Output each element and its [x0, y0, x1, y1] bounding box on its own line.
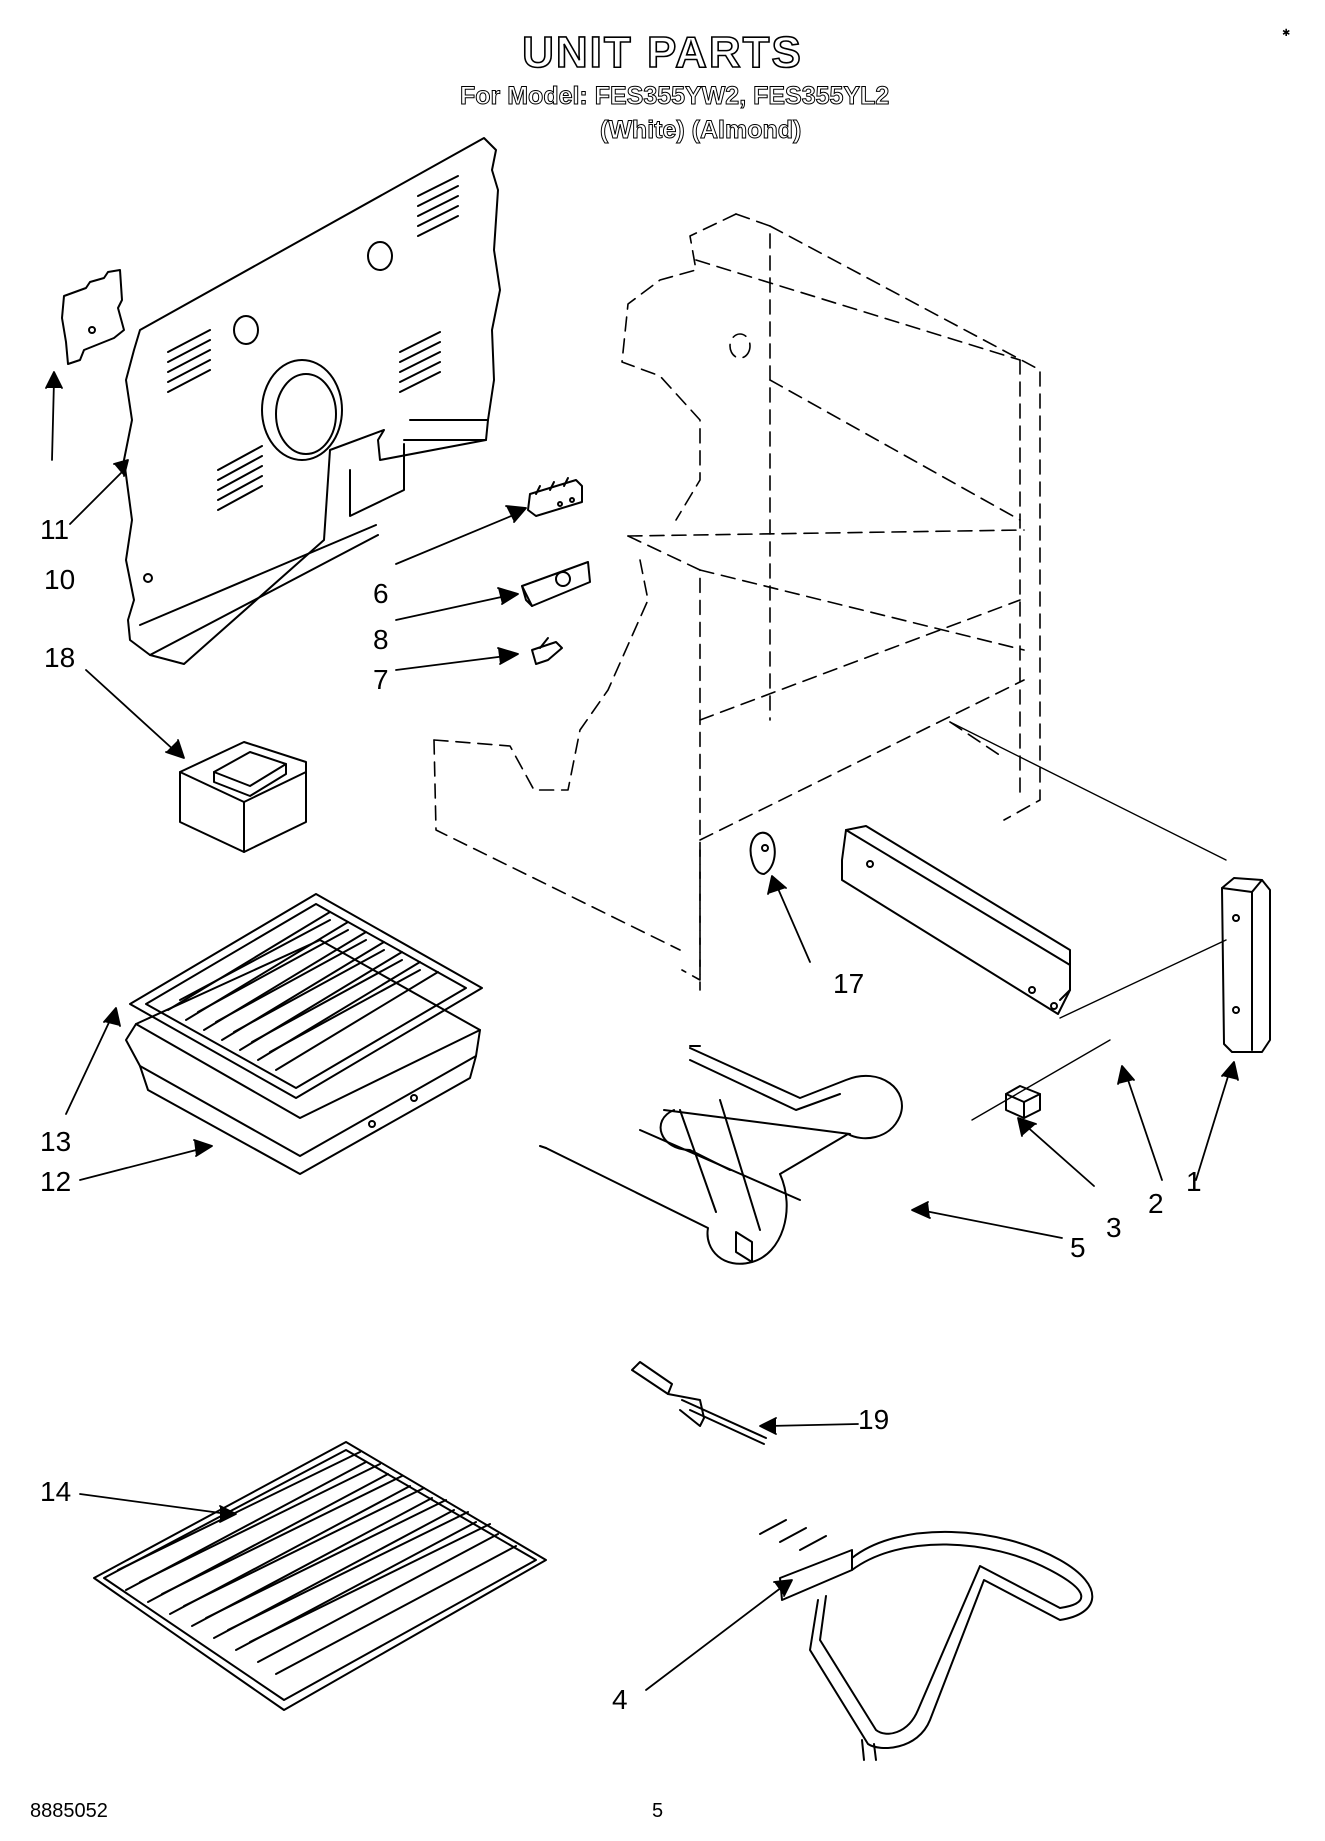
callout-14: 14: [40, 1476, 72, 1507]
part-11-gasket: [61, 269, 125, 365]
callout-8: 8: [373, 624, 389, 655]
callout-17: 17: [833, 968, 865, 999]
part-5-broil-element: [539, 1045, 903, 1265]
callout-10: 10: [44, 564, 76, 595]
part-6-terminal-block: [527, 477, 583, 517]
part-17-grommet: [749, 831, 776, 875]
callout-13: 13: [40, 1126, 72, 1157]
model-line: For Model: FES355YW2, FES355YL2: [459, 82, 890, 111]
callout-3: 3: [1106, 1212, 1122, 1243]
page-number: 5: [652, 1800, 664, 1822]
part-1-end-bracket: [1221, 877, 1271, 1053]
callout-4: 4: [612, 1684, 628, 1715]
corner-mark: ✱: [1282, 28, 1291, 39]
part-18-box: [179, 741, 307, 853]
callout-2: 2: [1148, 1188, 1164, 1219]
callout-11: 11: [40, 514, 70, 545]
callout-18: 18: [44, 642, 76, 673]
callout-6: 6: [373, 578, 389, 609]
callout-19: 19: [858, 1404, 890, 1435]
callout-7: 7: [373, 664, 389, 695]
part-8-bracket: [521, 561, 591, 607]
leader-arrows: [45, 371, 1239, 1691]
part-19-sensor: [631, 1361, 767, 1445]
assembly-lines: [949, 721, 1227, 1121]
color-line: (White) (Almond): [599, 116, 802, 145]
part-2-rail: [841, 825, 1071, 1015]
callout-12: 12: [40, 1166, 72, 1197]
part-13-broiler-grid: [129, 893, 483, 1099]
part-14-oven-rack: [93, 1441, 547, 1711]
part-4-bake-element: [759, 1519, 1094, 1761]
callout-5: 5: [1070, 1232, 1086, 1263]
document-number: 8885052: [30, 1800, 108, 1822]
part-12-broiler-pan: [125, 939, 481, 1175]
callout-1: 1: [1186, 1166, 1202, 1197]
page-title: UNIT PARTS: [521, 27, 803, 78]
oven-cavity-outline: [433, 213, 1041, 991]
part-7-clip: [531, 637, 563, 665]
part-10-back-panel: [123, 137, 501, 665]
